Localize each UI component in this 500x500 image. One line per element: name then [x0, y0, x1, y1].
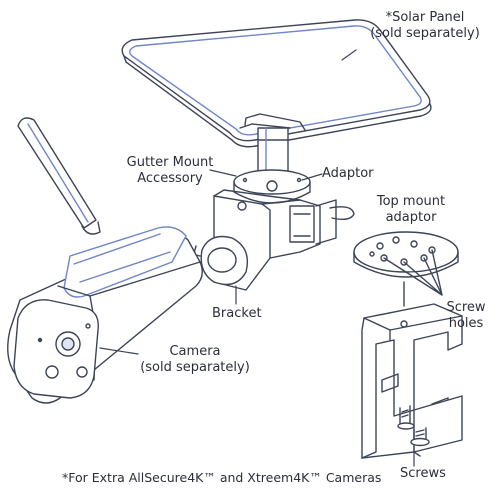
camera-face [13, 299, 99, 399]
top-mount-label: Top mount adaptor [376, 194, 446, 225]
leader-lines [99, 49, 415, 467]
gutter-mount-label: Gutter Mount Accessory [126, 155, 214, 186]
screws [397, 405, 430, 447]
screw-holes-label: Screw holes [446, 300, 486, 331]
screw-hole-leaders [383, 249, 443, 296]
screws-label: Screws [400, 466, 446, 481]
solar-panel [121, 19, 432, 148]
footnote: *For Extra AllSecure4K™ and Xtreem4K™ Ca… [62, 470, 382, 485]
bracket-label: Bracket [212, 306, 262, 321]
solar-panel-label: *Solar Panel (sold separately) [370, 10, 480, 41]
adaptor-plate [233, 169, 311, 204]
camera-antenna [17, 117, 101, 235]
camera-label: Camera (sold separately) [140, 344, 250, 375]
adaptor-label: Adaptor [322, 166, 374, 181]
